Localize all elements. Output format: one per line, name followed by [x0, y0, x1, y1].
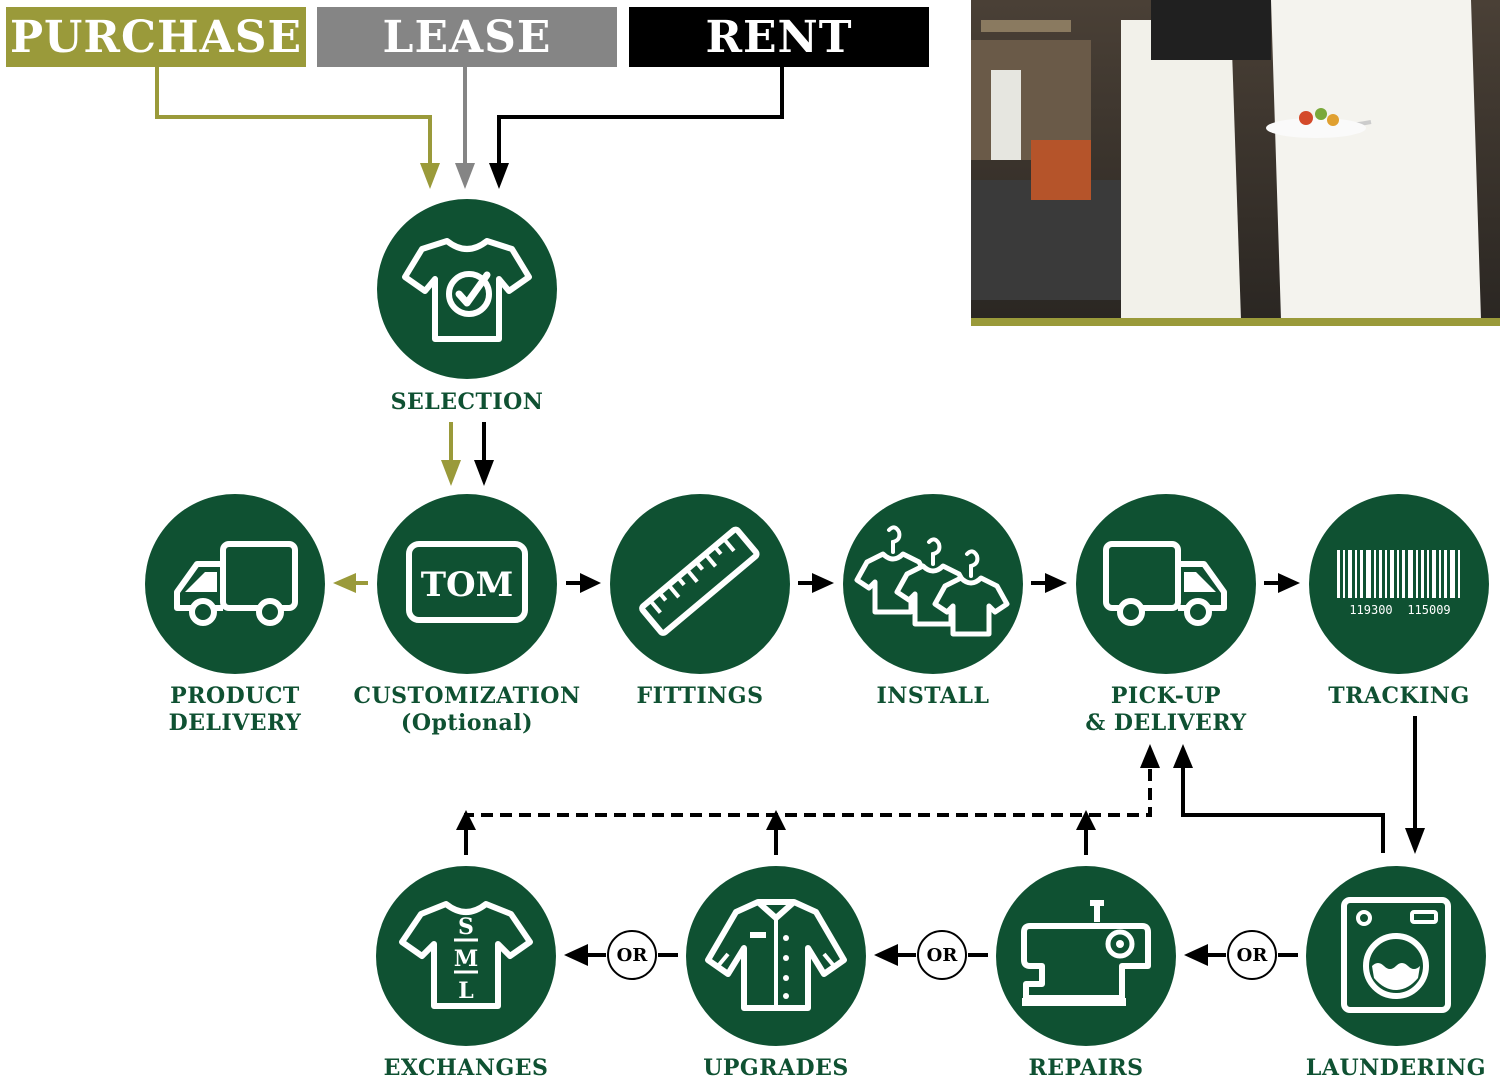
repairs-label: REPAIRS: [1028, 1055, 1144, 1081]
fittings-step: [610, 494, 790, 674]
lease-tab: LEASE: [317, 7, 617, 67]
kitchen-staff-photo: [971, 0, 1500, 326]
product-delivery-label: PRODUCT DELIVERY: [168, 683, 302, 736]
or-arrows: [564, 944, 1298, 966]
or-badge-1: OR: [1227, 930, 1277, 980]
tag-text: TOM: [421, 565, 514, 605]
tracking-to-laundering-arrow: [1405, 716, 1425, 854]
product-delivery-step: [145, 494, 325, 674]
selection-label: SELECTION: [390, 389, 544, 415]
ruler-icon: [639, 526, 760, 636]
install-label: INSTALL: [876, 683, 990, 709]
selection-step: [377, 199, 557, 379]
laundering-to-pickup-arrow: [1173, 744, 1385, 853]
customization-to-delivery-arrow: [333, 573, 368, 593]
tracking-step: 119300 115009: [1309, 494, 1489, 674]
purchase-tab: PURCHASE: [6, 7, 306, 67]
delivery-truck-icon: [174, 541, 298, 626]
truck-icon: [1103, 541, 1227, 626]
upgrades-step: [686, 866, 866, 1046]
customization-step: TOM: [377, 494, 557, 674]
exchanges-label: EXCHANGES: [383, 1055, 549, 1081]
lease-connector: [455, 67, 475, 189]
laundering-label: LAUNDERING: [1305, 1055, 1487, 1081]
or-badge-3: OR: [607, 930, 657, 980]
exchanges-step: S M L: [376, 866, 556, 1046]
size-s: S: [458, 914, 474, 940]
chef-coat-icon: [705, 899, 847, 1011]
repairs-step: [996, 866, 1176, 1046]
upgrades-label: UPGRADES: [703, 1055, 849, 1081]
fittings-label: FITTINGS: [636, 683, 764, 709]
washing-machine-icon: [1341, 897, 1451, 1013]
sewing-machine-icon: [1021, 900, 1151, 1006]
sized-shirt-icon: S M L: [399, 901, 533, 1009]
purchase-connector: [155, 67, 440, 189]
barcode-number-left: 119300: [1349, 603, 1392, 617]
barcode-number-right: 115009: [1407, 603, 1450, 617]
or-badge-2: OR: [917, 930, 967, 980]
tracking-label: TRACKING: [1328, 683, 1470, 709]
laundering-step: [1306, 866, 1486, 1046]
shirt-check-icon: [402, 238, 532, 342]
install-step: [843, 494, 1023, 674]
row-arrows: [566, 573, 1300, 593]
dashed-return-path: [456, 744, 1160, 855]
hanging-shirts-icon: [854, 525, 1010, 637]
pickup-delivery-step: [1076, 494, 1256, 674]
barcode-icon: 119300 115009: [1337, 550, 1460, 617]
rent-tab: RENT: [629, 7, 929, 67]
selection-to-customization-arrows: [441, 422, 494, 486]
name-tag-icon: TOM: [406, 541, 528, 623]
pickup-delivery-label: PICK-UP & DELIVERY: [1085, 683, 1247, 736]
size-m: M: [454, 946, 478, 972]
rent-connector: [489, 67, 784, 189]
customization-label: CUSTOMIZATION (Optional): [353, 683, 581, 736]
size-l: L: [458, 978, 473, 1004]
